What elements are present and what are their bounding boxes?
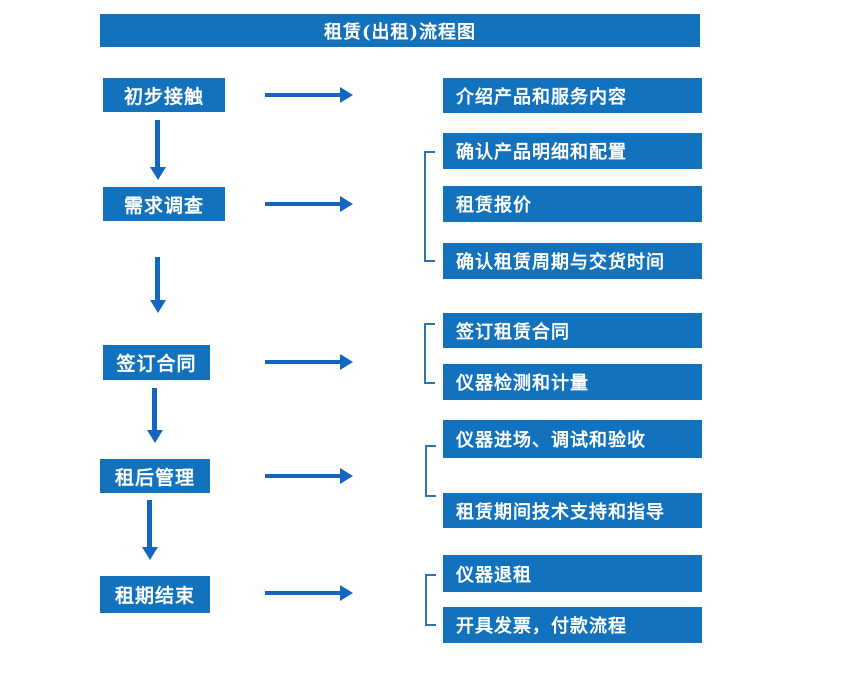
stage-box-initial-contact: 初步接触 <box>103 78 225 112</box>
group-bracket <box>424 151 435 262</box>
detail-box-sign-rental-contract: 签订租赁合同 <box>443 313 702 348</box>
detail-box-rental-quote: 租赁报价 <box>443 186 702 222</box>
right-arrow-icon <box>265 585 353 601</box>
right-arrow-icon <box>265 196 353 212</box>
detail-box-technical-support: 租赁期间技术支持和指导 <box>443 493 702 528</box>
stage-box-sign-contract: 签订合同 <box>103 345 210 380</box>
detail-box-confirm-rental-period: 确认租赁周期与交货时间 <box>443 243 702 279</box>
detail-box-instrument-inspection: 仪器检测和计量 <box>443 364 702 400</box>
stage-box-post-rental-management: 租后管理 <box>100 459 210 493</box>
down-arrow-icon <box>150 120 166 180</box>
down-arrow-icon <box>147 388 163 443</box>
detail-box-confirm-product-details: 确认产品明细和配置 <box>443 133 702 169</box>
down-arrow-icon <box>142 500 158 560</box>
right-arrow-icon <box>265 468 353 484</box>
detail-box-introduce-products: 介绍产品和服务内容 <box>443 78 702 113</box>
stage-box-demand-survey: 需求调查 <box>103 187 225 221</box>
diagram-title: 租赁(出租)流程图 <box>100 14 700 47</box>
right-arrow-icon <box>265 87 353 103</box>
detail-box-instrument-setup: 仪器进场、调试和验收 <box>443 420 702 458</box>
group-bracket <box>425 445 436 497</box>
right-arrow-icon <box>265 354 353 370</box>
detail-box-invoice-payment: 开具发票，付款流程 <box>443 607 702 643</box>
group-bracket <box>424 323 435 384</box>
down-arrow-icon <box>150 257 166 313</box>
stage-box-rental-end: 租期结束 <box>100 576 210 613</box>
group-bracket <box>425 574 436 626</box>
detail-box-instrument-return: 仪器退租 <box>443 555 702 592</box>
